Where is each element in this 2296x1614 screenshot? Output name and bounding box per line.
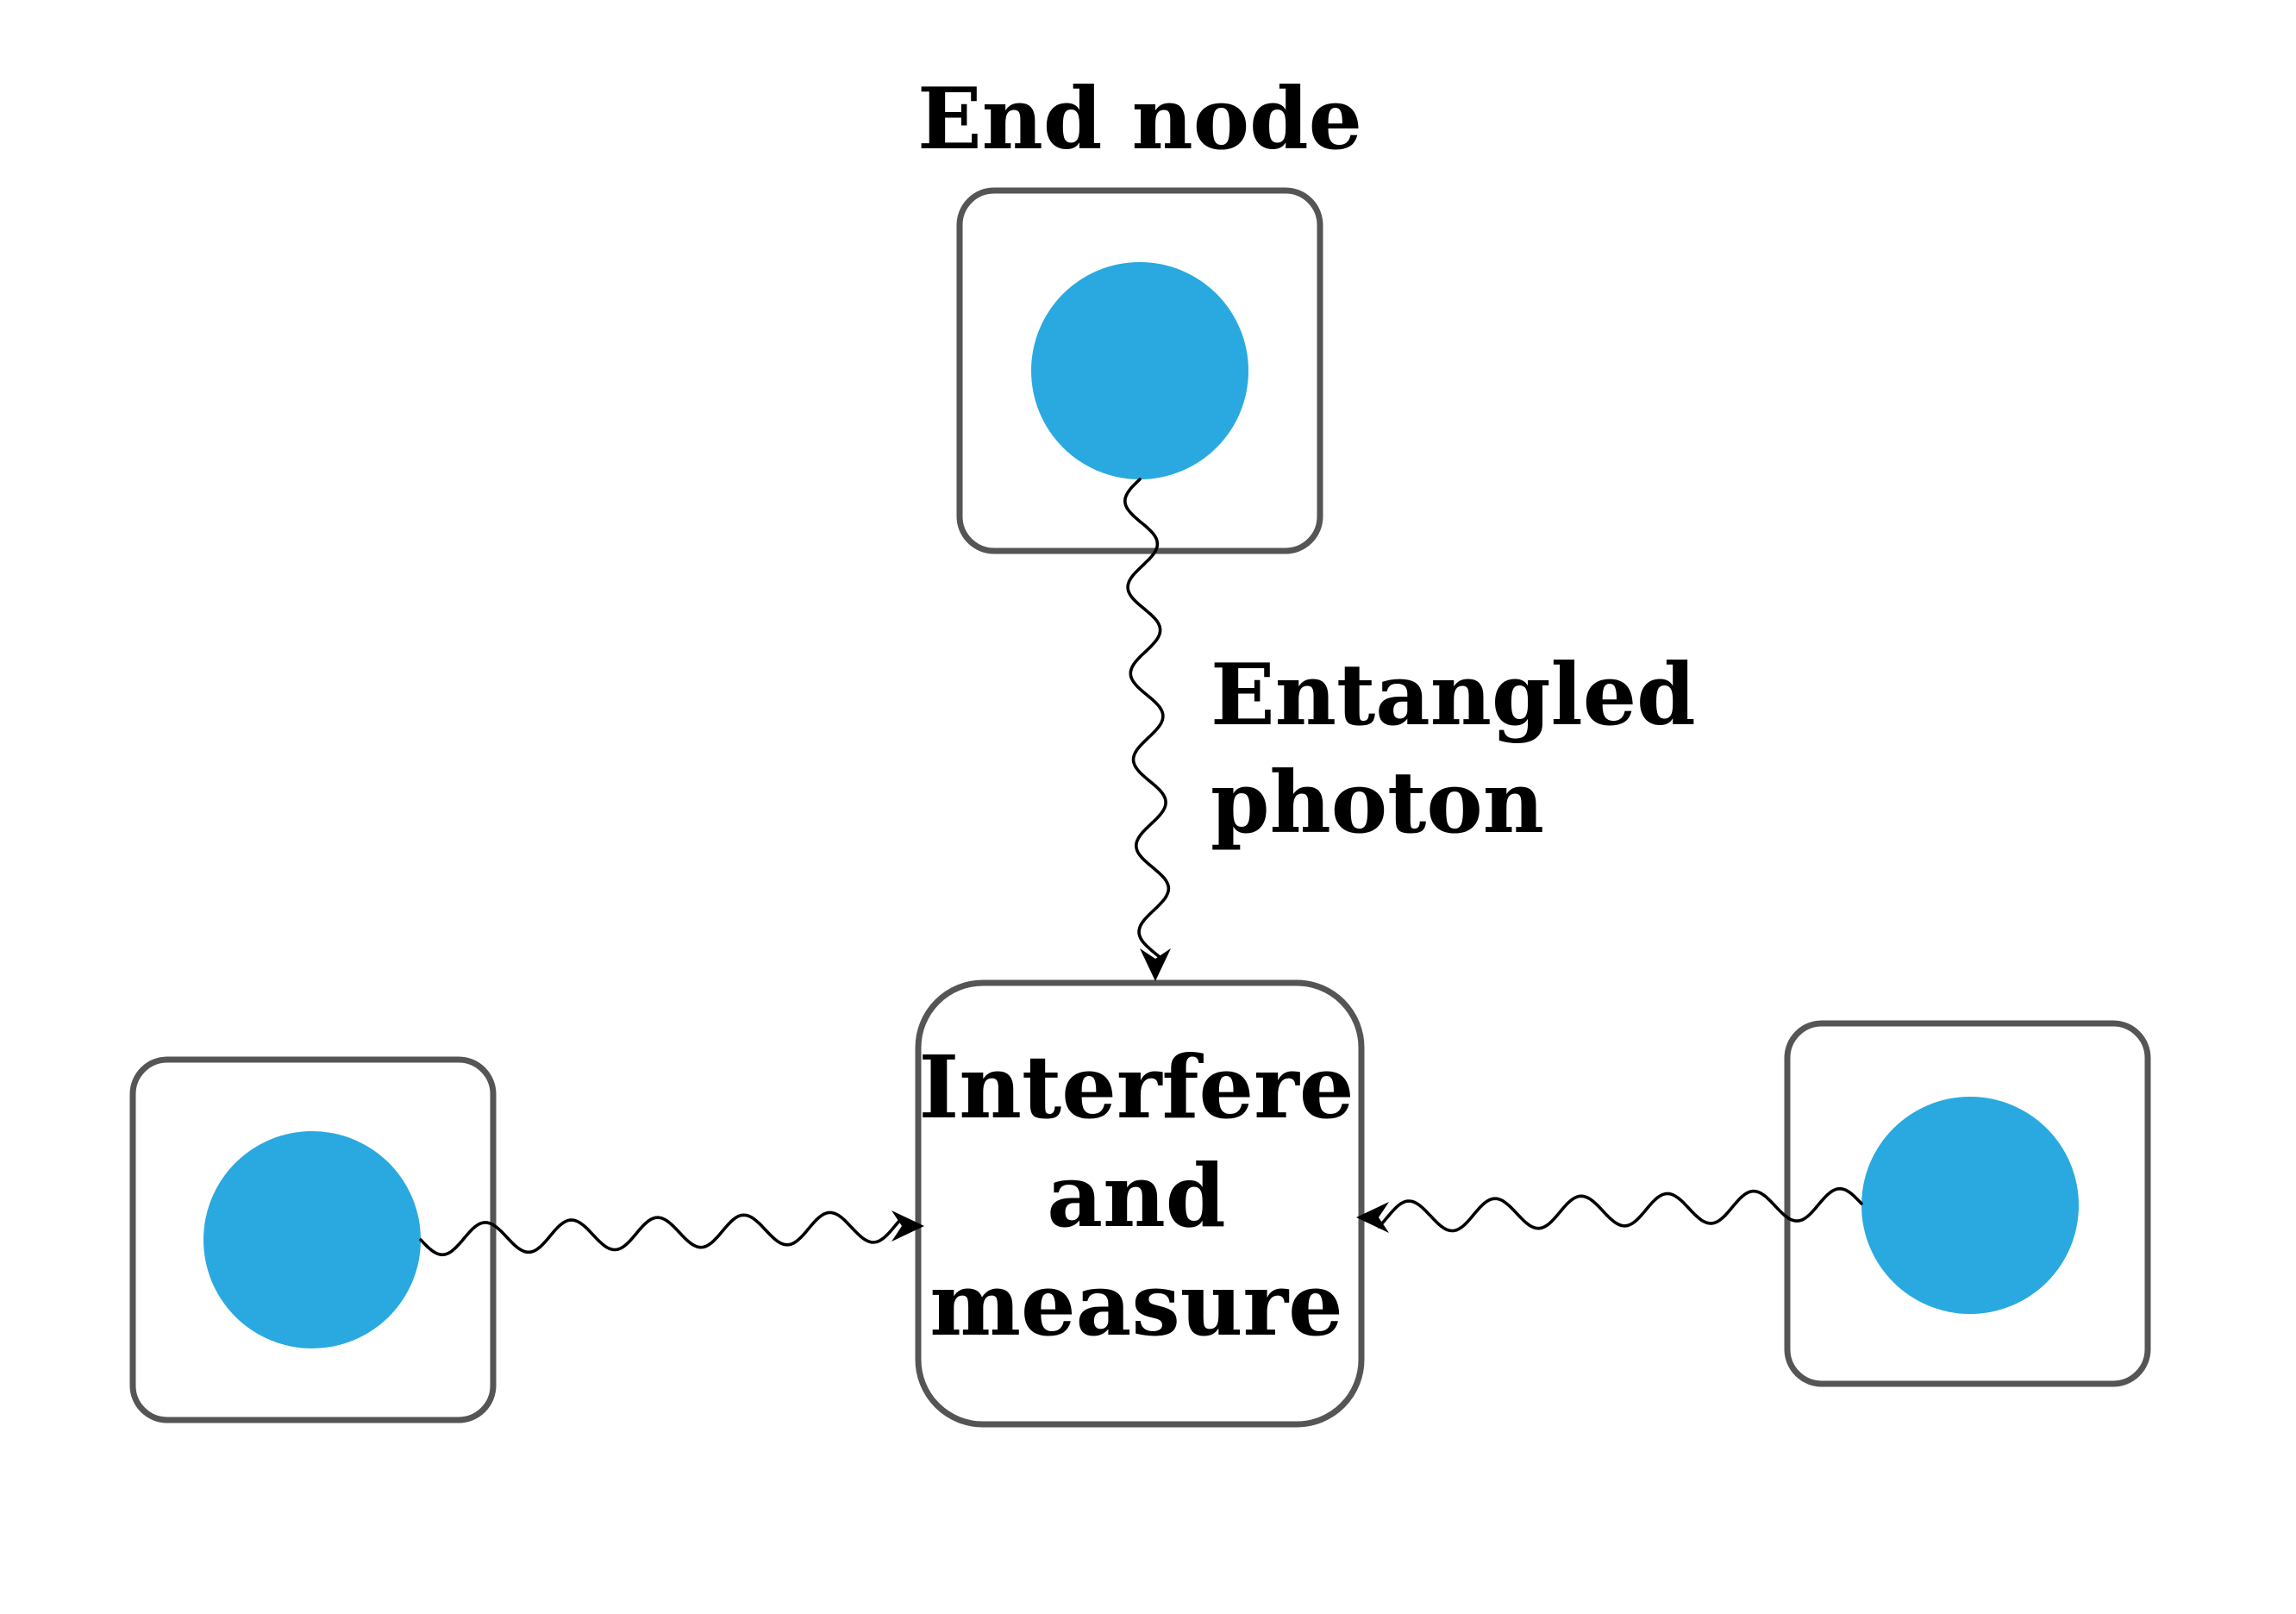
photon-path-top [1123,478,1171,960]
measurement-station-label-line2: and [1047,1145,1225,1247]
measurement-station-box [915,979,1365,1428]
measurement-station-label-line3: measure [929,1254,1343,1355]
photon-label-line2: photon [1211,754,1544,853]
arrowhead-right-icon [1356,1202,1389,1233]
arrowhead-top-icon [1140,948,1171,981]
photon-label-line1: Entangled [1211,646,1696,745]
qubit-right-icon [1861,1097,2079,1314]
end-node-left [129,1056,497,1423]
photon-path-right [1377,1186,1863,1233]
qubit-top-icon [1031,262,1248,479]
end-node-top [956,187,1323,554]
measurement-station-label-line1: Interfere [919,1036,1354,1138]
end-node-title: End node [917,70,1362,169]
end-node-right [1784,1020,2151,1387]
measurement-station: Interfere and measure [915,979,1365,1428]
photon-path-left [419,1210,904,1257]
qubit-left-icon [203,1131,421,1348]
arrowhead-left-icon [891,1210,924,1242]
